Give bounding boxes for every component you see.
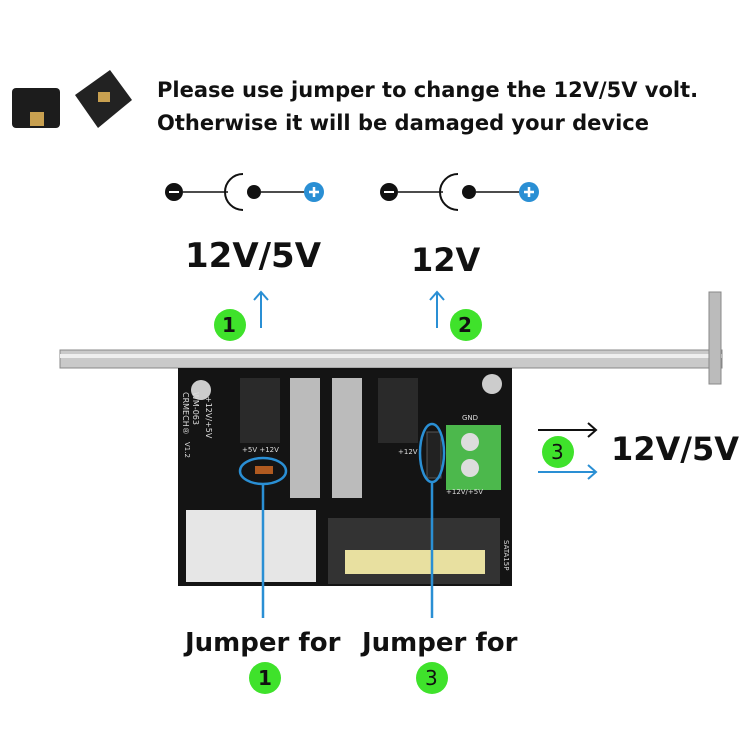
callout-jumper-3-number: 3	[425, 666, 438, 690]
pcb-board	[178, 368, 512, 586]
jumper-callout-lines	[238, 422, 446, 618]
dc-jack-symbol-1	[165, 173, 324, 211]
callout-jumper-1-label: Jumper for	[185, 628, 341, 658]
pcb-port1-label: +12V/+5V	[204, 396, 213, 439]
pcb-gnd: GND	[462, 414, 479, 422]
notice-line-2: Otherwise it will be damaged your device	[157, 111, 649, 135]
badge-2: 2	[458, 313, 472, 337]
pcb-model: WM-063	[191, 392, 200, 425]
pcb-jumper1-labels: +5V +12V	[242, 446, 279, 454]
dc-jack-symbol-2	[380, 173, 539, 211]
port3-voltage: 12V/5V	[611, 430, 740, 468]
pcb-sata: SATA15P	[502, 540, 510, 571]
jumper-photo	[12, 70, 132, 128]
up-arrow-icons	[253, 290, 445, 328]
number-badges	[214, 309, 574, 694]
right-arrow-icons	[538, 422, 598, 480]
pcb-version: V1.2	[183, 442, 191, 458]
callout-jumper-3-label: Jumper for	[362, 628, 518, 658]
callout-jumper-1-number: 1	[258, 666, 272, 690]
pcb-brand: CRMECH®	[181, 392, 190, 435]
badge-1: 1	[222, 313, 236, 337]
port2-voltage: 12V	[411, 241, 481, 279]
pcb-terminal: +12V/+5V	[446, 488, 484, 496]
badge-3: 3	[551, 440, 564, 464]
pcb-port2-label: +12V	[398, 448, 418, 456]
port1-voltage: 12V/5V	[185, 236, 322, 276]
notice-line-1: Please use jumper to change the 12V/5V v…	[157, 78, 699, 102]
